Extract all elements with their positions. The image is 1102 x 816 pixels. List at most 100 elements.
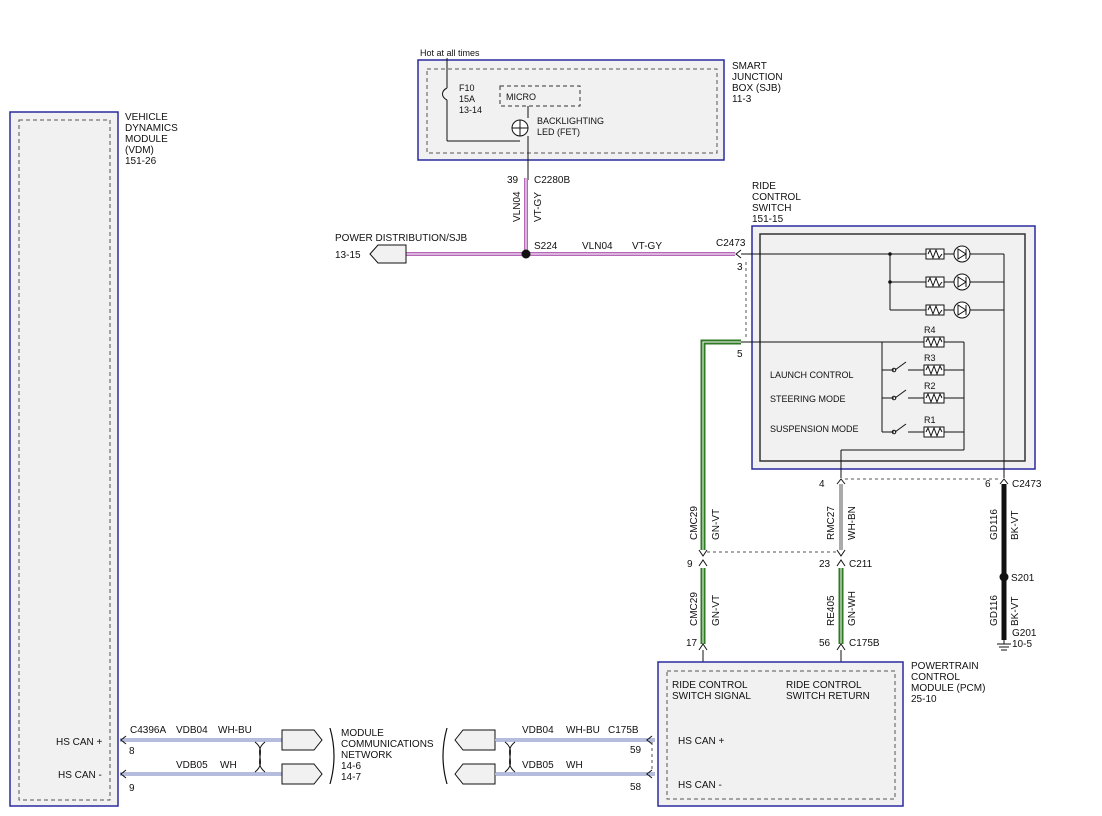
sjb-fuse-rating: 15A: [459, 94, 475, 104]
led-resistor-1: [925, 245, 1004, 263]
svg-text:CONTROL: CONTROL: [911, 672, 960, 683]
ground-lower-color: BK-VT: [1010, 597, 1021, 626]
svg-text:COMMUNICATIONS: COMMUNICATIONS: [341, 739, 434, 750]
vdm-can-connector: C4396A: [130, 725, 166, 736]
network-brackets: [329, 727, 448, 785]
pcm-signal-line2: SWITCH SIGNAL: [672, 691, 751, 702]
power-vertical-circuit: VLN04: [512, 191, 523, 222]
pcm-hs-can-minus: HS CAN -: [678, 780, 722, 791]
pcm-can-connector: C175B: [608, 725, 639, 736]
ground-upper-color: BK-VT: [1010, 511, 1021, 540]
pcm-module[interactable]: [657, 661, 904, 807]
sjb-micro-label: MICRO: [506, 92, 536, 102]
switch-pin-return: 4: [819, 479, 825, 490]
svg-text:CONTROL: CONTROL: [752, 192, 801, 203]
ground-upper-circuit: GD116: [989, 509, 1000, 540]
svg-text:JUNCTION: JUNCTION: [732, 72, 783, 83]
c211-pin-return: 23: [819, 559, 831, 570]
ground-wire: [997, 484, 1011, 651]
power-distribution-label: POWER DISTRIBUTION/SJB: [335, 233, 468, 244]
return-upper-circuit: RMC27: [826, 506, 837, 540]
led-resistor-2: [925, 273, 1004, 291]
suspension-mode-label: SUSPENSION MODE: [770, 424, 859, 434]
vdm-can-plus-circuit: VDB04: [176, 725, 208, 736]
svg-text:SMART: SMART: [732, 61, 767, 72]
svg-text:NETWORK: NETWORK: [341, 750, 392, 761]
svg-text:11-3: 11-3: [732, 94, 752, 105]
switch-pin-signal: 5: [737, 349, 743, 360]
pcm-return-line1: RIDE CONTROL: [786, 680, 862, 691]
pcm-can-minus-circuit: VDB05: [522, 760, 554, 771]
svg-text:(VDM): (VDM): [125, 145, 154, 156]
vdm-hs-can-minus-label: HS CAN -: [58, 770, 102, 781]
vdm-pin-minus: 9: [129, 783, 135, 794]
sjb-module[interactable]: [417, 59, 725, 161]
switch-resistor-ladder: [741, 336, 965, 478]
signal-wire: [698, 339, 741, 670]
signal-lower-color: GN-VT: [711, 595, 722, 626]
r4-label: R4: [924, 325, 936, 335]
launch-control-label: LAUNCH CONTROL: [770, 370, 854, 380]
pcm-can-harness: [454, 729, 655, 785]
svg-text:DYNAMICS: DYNAMICS: [125, 123, 178, 134]
sjb-supply-label: Hot at all times: [420, 48, 480, 58]
pcm-can-plus-circuit: VDB04: [522, 725, 554, 736]
sjb-pin: 39: [507, 175, 519, 186]
return-upper-color: WH-BN: [847, 506, 858, 540]
power-wires: [369, 178, 742, 264]
return-lower-color: GN-WH: [847, 591, 858, 626]
svg-text:BOX (SJB): BOX (SJB): [732, 83, 781, 94]
vdm-can-harness: [120, 729, 323, 785]
svg-text:MODULE (PCM): MODULE (PCM): [911, 683, 985, 694]
sjb-internal-circuit: [442, 58, 581, 180]
power-wire-color: VT-GY: [632, 241, 662, 252]
vdm-can-plus-color: WH-BU: [218, 725, 252, 736]
svg-text:VEHICLE: VEHICLE: [125, 112, 168, 123]
steering-mode-label: STEERING MODE: [770, 394, 846, 404]
ground-terminal: [999, 478, 1009, 485]
vdm-can-minus-circuit: VDB05: [176, 760, 208, 771]
return-lower-circuit: RE405: [826, 595, 837, 626]
svg-text:SWITCH: SWITCH: [752, 203, 791, 214]
power-splice: S224: [534, 241, 558, 252]
svg-text:MODULE: MODULE: [341, 728, 384, 739]
vdm-hs-can-plus-label: HS CAN +: [56, 737, 103, 748]
switch-pin-ground: 6: [985, 479, 991, 490]
svg-text:25-10: 25-10: [911, 694, 937, 705]
pcm-signal-line1: RIDE CONTROL: [672, 680, 748, 691]
r3-label: R3: [924, 353, 936, 363]
switch-title: RIDE CONTROL SWITCH 151-15: [752, 181, 801, 225]
power-circuit: VLN04: [582, 241, 613, 252]
c211-connector: C211: [849, 559, 873, 570]
sjb-fuse: F10: [459, 83, 475, 93]
vdm-title: VEHICLE DYNAMICS MODULE (VDM) 151-26: [125, 112, 178, 167]
svg-text:151-15: 151-15: [752, 214, 784, 225]
pcm-hs-can-plus: HS CAN +: [678, 736, 725, 747]
switch-connector-bottom: C2473: [1012, 479, 1042, 490]
vdm-module[interactable]: [9, 111, 119, 807]
pcm-title: POWERTRAIN CONTROL MODULE (PCM) 25-10: [911, 661, 985, 705]
pcm-return-line2: SWITCH RETURN: [786, 691, 870, 702]
ride-control-switch-module[interactable]: [751, 225, 1036, 470]
ground-lower-circuit: GD116: [989, 595, 1000, 626]
power-vertical-color: VT-GY: [533, 192, 544, 222]
svg-text:RIDE: RIDE: [752, 181, 776, 192]
svg-text:151-26: 151-26: [125, 156, 157, 167]
pcm-c175b: C175B: [849, 638, 880, 649]
sjb-connector: C2280B: [534, 175, 570, 186]
sjb-fuse-ref: 13-14: [459, 105, 482, 115]
svg-text:14-6: 14-6: [341, 761, 361, 772]
sjb-title: SMART JUNCTION BOX (SJB) 11-3: [732, 61, 783, 105]
pcm-pin-return: 56: [819, 638, 831, 649]
svg-text:POWERTRAIN: POWERTRAIN: [911, 661, 979, 672]
power-distribution-ref: 13-15: [335, 250, 361, 261]
vdm-can-minus-color: WH: [220, 760, 237, 771]
signal-lower-circuit: CMC29: [689, 592, 700, 626]
signal-upper-circuit: CMC29: [689, 506, 700, 540]
signal-upper-color: GN-VT: [711, 509, 722, 540]
sjb-led-line2: LED (FET): [537, 127, 580, 137]
ground-ref: 10-5: [1012, 639, 1032, 650]
svg-text:MODULE: MODULE: [125, 134, 168, 145]
pcm-can-plus-color: WH-BU: [566, 725, 600, 736]
